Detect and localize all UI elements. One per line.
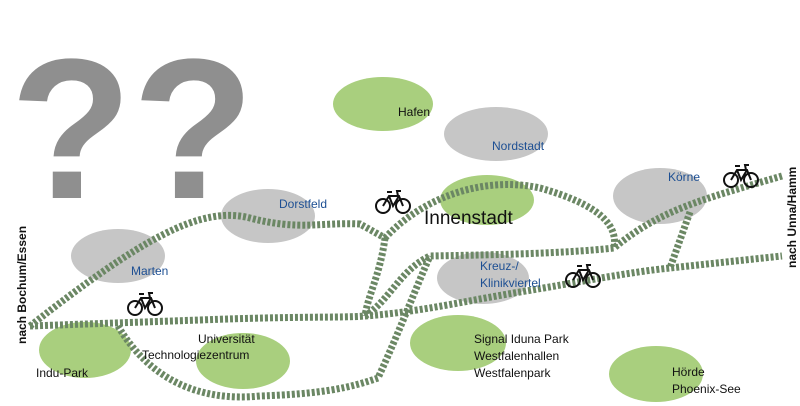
district-kreuz-area[interactable]: [437, 252, 529, 304]
bicycle-icon: [375, 190, 411, 214]
label-koerne: Körne: [668, 170, 700, 184]
district-hafen-area[interactable]: [333, 77, 433, 131]
label-hoerde-line1: Hörde: [672, 365, 705, 379]
label-signal-line3: Westfalenpark: [474, 366, 551, 380]
route-south-loop: [114, 254, 434, 401]
label-dorstfeld: Dorstfeld: [279, 197, 327, 211]
label-hoerde-line2: Phoenix-See: [672, 382, 741, 396]
district-signal-area[interactable]: [410, 315, 506, 371]
district-koerne-area[interactable]: [613, 168, 707, 224]
label-kreuz-line1: Kreuz-/: [480, 259, 519, 273]
question-marks: ??: [10, 18, 254, 241]
direction-east-label: nach Unna/Hamm: [785, 167, 799, 268]
label-marten: Marten: [131, 264, 168, 278]
district-areas: [39, 77, 707, 402]
district-indu-area[interactable]: [39, 322, 131, 378]
bike-routes: [27, 172, 783, 401]
route-west-east: [29, 172, 783, 330]
district-nordstadt-area[interactable]: [444, 107, 548, 161]
label-uni-line2: Technologiezentrum: [142, 348, 249, 362]
label-kreuz-line2: Klinikviertel: [480, 276, 541, 290]
label-signal-line2: Westfalenhallen: [474, 349, 559, 363]
district-labels: Hafen Nordstadt Dorstfeld Innenstadt Kör…: [36, 105, 741, 396]
bicycle-icon: [127, 292, 163, 316]
route-vertical-west: [361, 237, 389, 317]
label-indu: Indu-Park: [36, 366, 89, 380]
label-uni-line1: Universität: [198, 332, 255, 346]
label-hafen: Hafen: [398, 105, 430, 119]
district-uni-area[interactable]: [196, 333, 290, 389]
label-signal-line1: Signal Iduna Park: [474, 332, 570, 346]
route-south-east: [364, 252, 783, 320]
label-innenstadt: Innenstadt: [424, 208, 513, 229]
district-hoerde-area[interactable]: [609, 346, 703, 402]
direction-west-label: nach Bochum/Essen: [15, 226, 29, 344]
district-marten-area[interactable]: [71, 229, 165, 283]
district-dorstfeld-area[interactable]: [221, 189, 315, 243]
label-nordstadt: Nordstadt: [492, 139, 545, 153]
bicycle-icon: [723, 164, 759, 188]
bicycle-icon: [565, 264, 601, 288]
route-north-arc: [27, 211, 387, 329]
